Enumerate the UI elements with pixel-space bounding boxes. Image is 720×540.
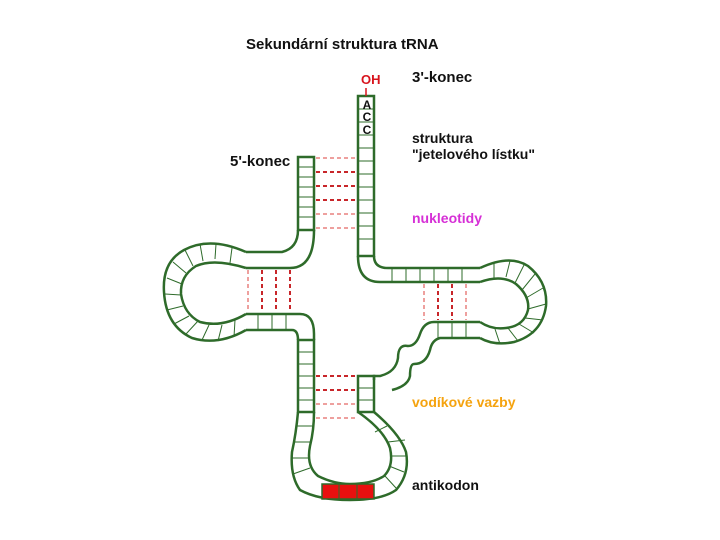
figure-title: Sekundární struktura tRNA bbox=[246, 36, 439, 53]
cloverleaf-label: struktura "jetelového lístku" bbox=[412, 130, 535, 162]
cloverleaf-label-line1: struktura bbox=[412, 130, 473, 146]
connector-ladder bbox=[391, 268, 463, 282]
acceptor-base-1: A bbox=[362, 98, 372, 112]
d-arm bbox=[162, 242, 316, 342]
cloverleaf-label-line2: "jetelového lístku" bbox=[412, 146, 535, 163]
anticodon-arm bbox=[290, 338, 409, 502]
acceptor-base-3: C bbox=[362, 123, 372, 137]
acceptor-base-2: C bbox=[362, 110, 372, 124]
strand-connectors bbox=[246, 229, 480, 284]
anticodon-hydrogen-bonds bbox=[316, 375, 356, 419]
acceptor-hydrogen-bonds bbox=[316, 157, 356, 229]
nucleotides-label: nukleotidy bbox=[412, 210, 483, 226]
three-prime-end-label: 3'-konec bbox=[412, 69, 473, 86]
t-arm bbox=[372, 259, 548, 392]
anticodon-triplet bbox=[321, 483, 375, 500]
hydroxyl-label: OH bbox=[361, 72, 381, 87]
t-arm-hydrogen-bonds bbox=[423, 284, 467, 320]
d-arm-hydrogen-bonds bbox=[247, 270, 291, 312]
hydrogen-bonds-label: vodíkové vazby bbox=[412, 394, 516, 410]
anticodon-label: antikodon bbox=[412, 477, 479, 493]
acceptor-stem bbox=[296, 88, 376, 258]
five-prime-end-label: 5'-konec bbox=[230, 153, 291, 170]
